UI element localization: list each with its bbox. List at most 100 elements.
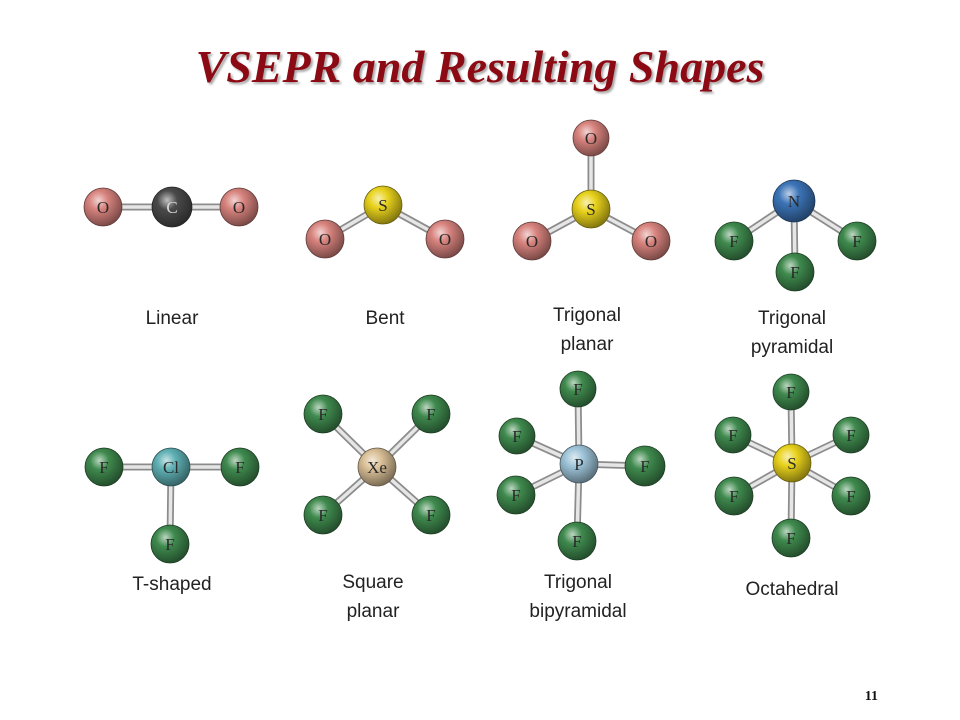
- atom-sphere: [83, 187, 123, 227]
- shape-label-line: Octahedral: [745, 579, 839, 600]
- atom-symbol: C: [166, 198, 177, 217]
- atom-symbol: F: [572, 532, 581, 551]
- atom-sphere: [832, 416, 870, 454]
- atom-sphere: [411, 394, 451, 434]
- atom-sphere: [496, 475, 536, 515]
- atom-sphere: [151, 447, 191, 487]
- atom-sphere: [219, 187, 259, 227]
- shape-label-line: Linear: [145, 308, 199, 329]
- atom-symbol: F: [512, 427, 521, 446]
- atom-f: F: [837, 221, 877, 261]
- atom-sphere: [772, 179, 816, 223]
- atom-symbol: F: [852, 232, 861, 251]
- shape-label-line: pyramidal: [750, 337, 834, 358]
- atom-sphere: [571, 189, 611, 229]
- atom-symbol: Xe: [367, 458, 387, 477]
- atom-s: S: [363, 185, 403, 225]
- atom-symbol: F: [426, 506, 435, 525]
- atom-f: F: [771, 518, 811, 558]
- atom-symbol: O: [645, 232, 657, 251]
- shape-label-line: Trigonal: [553, 305, 621, 326]
- atom-f: F: [411, 495, 451, 535]
- atom-o: O: [572, 119, 610, 157]
- atom-symbol: F: [846, 487, 855, 506]
- atom-f: F: [150, 524, 190, 564]
- atom-o: O: [305, 219, 345, 259]
- atom-sphere: [559, 370, 597, 408]
- atom-sphere: [220, 447, 260, 487]
- atom-symbol: F: [640, 457, 649, 476]
- atom-f: F: [559, 370, 597, 408]
- atom-sphere: [305, 219, 345, 259]
- shape-label-linear: Linear: [82, 306, 262, 332]
- atom-sphere: [714, 476, 754, 516]
- atom-symbol: P: [574, 455, 583, 474]
- atom-f: F: [411, 394, 451, 434]
- atom-n: N: [772, 179, 816, 223]
- atom-sphere: [772, 373, 810, 411]
- atom-o: O: [425, 219, 465, 259]
- atom-symbol: F: [426, 405, 435, 424]
- atom-o: O: [83, 187, 123, 227]
- atom-symbol: F: [729, 232, 738, 251]
- atom-symbol: F: [165, 535, 174, 554]
- atom-f: F: [557, 521, 597, 561]
- atom-sphere: [624, 445, 666, 487]
- shape-label-line: planar: [346, 601, 400, 622]
- atom-sphere: [775, 252, 815, 292]
- atom-symbol: F: [729, 487, 738, 506]
- atom-sphere: [303, 394, 343, 434]
- shape-label-line: Square: [342, 572, 404, 593]
- atom-symbol: O: [319, 230, 331, 249]
- shape-label-line: Bent: [365, 308, 405, 329]
- atom-symbol: F: [846, 426, 855, 445]
- atom-o: O: [631, 221, 671, 261]
- atom-symbol: Cl: [163, 458, 179, 477]
- atom-sphere: [411, 495, 451, 535]
- atom-o: O: [512, 221, 552, 261]
- atom-sphere: [572, 119, 610, 157]
- atom-f: F: [220, 447, 260, 487]
- atom-f: F: [498, 417, 536, 455]
- molecule-trigonal-planar: S O O O: [512, 119, 671, 261]
- molecule-bent: S O O: [305, 185, 465, 259]
- atom-symbol: F: [235, 458, 244, 477]
- atom-cl: Cl: [151, 447, 191, 487]
- shape-label-line: planar: [560, 334, 614, 355]
- atom-sphere: [363, 185, 403, 225]
- atom-f: F: [84, 447, 124, 487]
- atom-f: F: [303, 394, 343, 434]
- atom-symbol: O: [233, 198, 245, 217]
- atom-sphere: [498, 417, 536, 455]
- atom-f: F: [624, 445, 666, 487]
- atom-symbol: F: [790, 263, 799, 282]
- shape-label-t-shaped: T-shaped: [82, 572, 262, 598]
- atom-sphere: [150, 524, 190, 564]
- shape-label-trigonal-planar: Trigonal planar: [497, 303, 677, 358]
- atom-symbol: F: [573, 380, 582, 399]
- atom-symbol: O: [439, 230, 451, 249]
- atom-f: F: [714, 221, 754, 261]
- shape-label-octahedral: Octahedral: [702, 577, 882, 603]
- atom-symbol: S: [586, 200, 595, 219]
- molecule-trigonal-pyramidal: N F F F: [714, 179, 877, 292]
- atom-symbol: F: [786, 529, 795, 548]
- atom-f: F: [714, 416, 752, 454]
- atom-sphere: [631, 221, 671, 261]
- atom-symbol: S: [378, 196, 387, 215]
- atom-symbol: F: [728, 426, 737, 445]
- atom-symbol: O: [526, 232, 538, 251]
- shape-label-square-planar: Square planar: [283, 570, 463, 625]
- atom-sphere: [84, 447, 124, 487]
- atom-s: S: [772, 443, 812, 483]
- atom-sphere: [831, 476, 871, 516]
- atom-f: F: [772, 373, 810, 411]
- atom-sphere: [714, 416, 752, 454]
- atom-sphere: [557, 521, 597, 561]
